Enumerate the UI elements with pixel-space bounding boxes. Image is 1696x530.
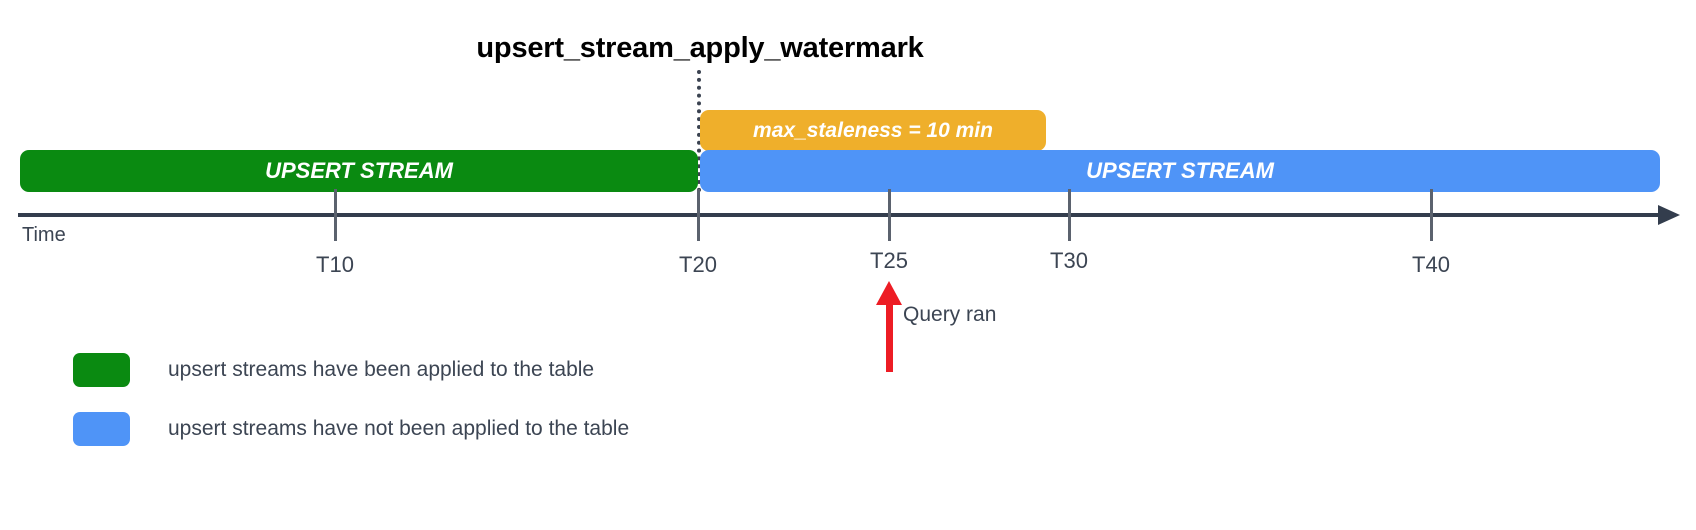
not-applied-upsert-stream-label: UPSERT STREAM bbox=[1086, 158, 1274, 183]
legend-swatch-green bbox=[73, 353, 130, 387]
diagram-title: upsert_stream_apply_watermark bbox=[476, 32, 924, 64]
legend-item-applied: upsert streams have been applied to the … bbox=[73, 353, 594, 387]
time-axis-arrow-icon bbox=[1658, 205, 1680, 225]
query-ran-arrow-shaft bbox=[886, 300, 893, 372]
watermark-dashed-line bbox=[697, 70, 701, 192]
applied-upsert-stream-bar: UPSERT STREAM bbox=[20, 150, 698, 192]
tick-mark-t25 bbox=[888, 189, 891, 241]
legend-label-applied: upsert streams have been applied to the … bbox=[168, 358, 595, 381]
tick-mark-t30 bbox=[1068, 189, 1071, 241]
tick-label-t30: T30 bbox=[1050, 248, 1088, 273]
legend-label-not-applied: upsert streams have not been applied to … bbox=[168, 417, 630, 440]
tick-label-t25: T25 bbox=[870, 248, 908, 273]
max-staleness-label: max_staleness = 10 min bbox=[753, 118, 993, 142]
tick-mark-t10 bbox=[334, 189, 337, 241]
legend-item-not-applied: upsert streams have not been applied to … bbox=[73, 412, 629, 446]
not-applied-upsert-stream-bar: UPSERT STREAM bbox=[700, 150, 1660, 192]
max-staleness-bar: max_staleness = 10 min bbox=[700, 110, 1046, 151]
query-ran-arrow-icon bbox=[876, 281, 902, 305]
time-axis-line bbox=[18, 213, 1668, 217]
tick-label-t40: T40 bbox=[1412, 252, 1450, 277]
tick-label-t10: T10 bbox=[316, 252, 354, 277]
time-axis-caption: Time bbox=[22, 224, 66, 246]
tick-mark-t40 bbox=[1430, 189, 1433, 241]
tick-mark-t20 bbox=[697, 189, 700, 241]
applied-upsert-stream-label: UPSERT STREAM bbox=[265, 158, 453, 183]
legend-swatch-blue bbox=[73, 412, 130, 446]
tick-label-t20: T20 bbox=[679, 252, 717, 277]
query-ran-label: Query ran bbox=[903, 303, 997, 326]
